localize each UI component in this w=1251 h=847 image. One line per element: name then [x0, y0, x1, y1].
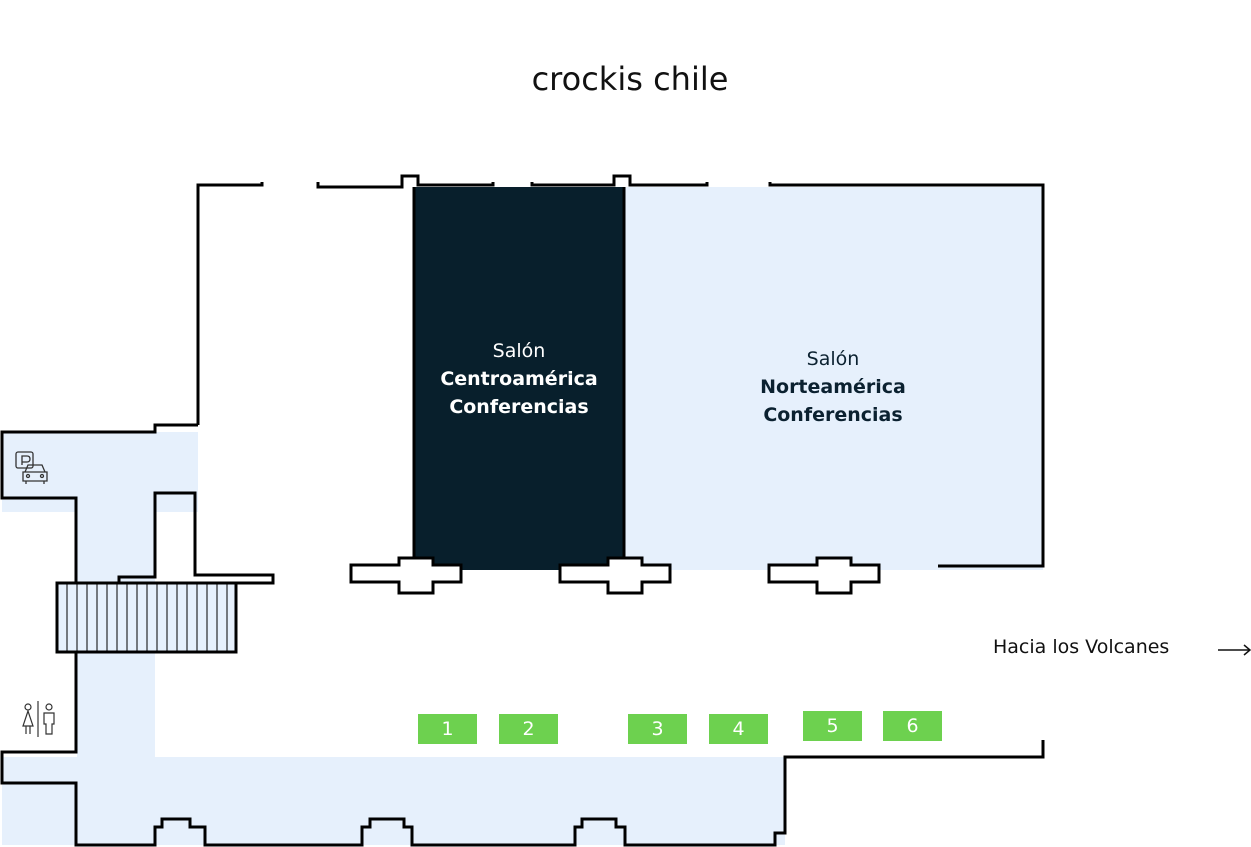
booth-4[interactable]: 4 — [709, 714, 768, 744]
booth-5[interactable]: 5 — [803, 711, 862, 741]
room-prefix: Salón — [806, 348, 860, 370]
room-centroamerica-fill[interactable] — [414, 187, 624, 570]
restroom-icon — [22, 701, 55, 737]
room-prefix: Salón — [492, 340, 546, 362]
direction-label: Hacia los Volcanes — [993, 636, 1170, 658]
parking-icon — [15, 451, 48, 484]
room-type: Conferencias — [763, 404, 903, 426]
stairs — [55, 581, 238, 654]
page-title: crockis chile — [531, 60, 729, 98]
booth-2[interactable]: 2 — [499, 714, 558, 744]
booth-1[interactable]: 1 — [418, 714, 477, 744]
booth-6[interactable]: 6 — [883, 711, 942, 741]
walls — [0, 174, 1045, 847]
columns — [349, 556, 881, 595]
room-type: Conferencias — [449, 396, 589, 418]
room-norteamerica-label[interactable]: Salón Norteamérica Conferencias — [733, 345, 933, 429]
room-name: Norteamérica — [760, 376, 906, 398]
room-name: Centroamérica — [440, 368, 598, 390]
room-centroamerica-label[interactable]: Salón Centroamérica Conferencias — [414, 337, 624, 421]
arrow-right-icon — [1218, 644, 1251, 656]
booth-3[interactable]: 3 — [628, 714, 687, 744]
room-norteamerica-fill[interactable] — [624, 187, 1043, 570]
